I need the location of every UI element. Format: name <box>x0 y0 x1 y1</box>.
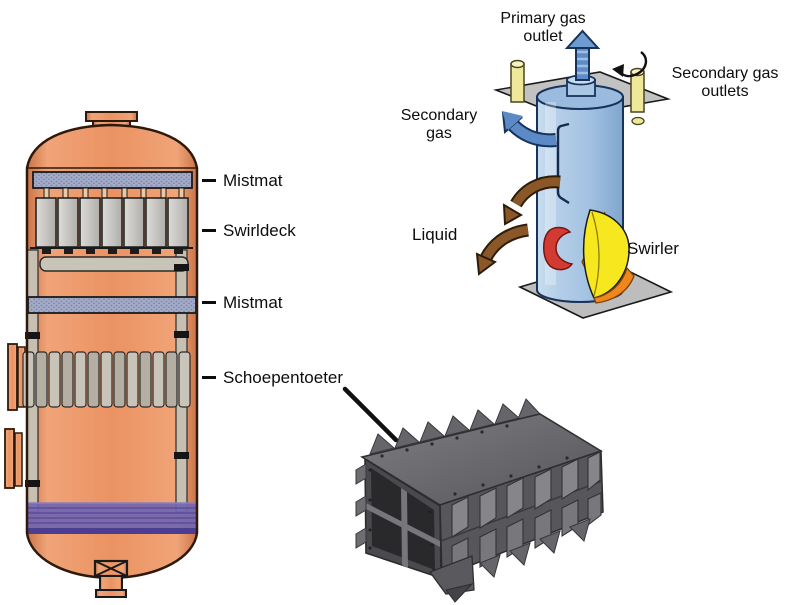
label-mistmat-mid: Mistmat <box>202 293 283 312</box>
secondary-gas-arrow <box>501 111 557 148</box>
secondary-outlet-tubes <box>510 59 645 113</box>
label-swirldeck-text: Swirldeck <box>223 221 296 240</box>
bottom-outlet-nozzle <box>93 559 129 598</box>
label-schoepentoeter: Schoepentoeter <box>202 368 343 387</box>
liquid-level <box>28 502 196 534</box>
schoepentoeter-illustration <box>342 386 604 603</box>
swirldeck-tubes <box>35 197 189 248</box>
slit-opening <box>556 122 570 205</box>
swirltube-illustration <box>475 29 674 319</box>
label-liquid: Liquid <box>412 225 458 244</box>
leader-dash <box>202 178 216 183</box>
label-secondary-gas-outlets: Secondary gas outlets <box>671 65 779 100</box>
leader-dash <box>202 228 216 233</box>
mistmat-band-top <box>32 171 193 189</box>
swirl-arrow-icon <box>612 51 648 78</box>
label-secondary-gas: Secondary gas <box>400 107 478 142</box>
leader-dash <box>202 375 216 380</box>
schoepentoeter-leader-line <box>342 386 399 443</box>
liquid-arrows <box>475 175 561 276</box>
primary-gas-arrow <box>564 29 601 81</box>
label-schoepentoeter-text: Schoepentoeter <box>223 368 344 387</box>
label-primary-gas-outlet: Primary gas outlet <box>500 10 586 45</box>
schoepentoeter-band <box>22 351 191 408</box>
mistmat-band-middle <box>27 296 197 314</box>
swirler-vanes <box>543 209 635 304</box>
label-mistmat-top-text: Mistmat <box>223 171 283 190</box>
leader-dash <box>202 300 216 305</box>
label-mistmat-mid-text: Mistmat <box>223 293 283 312</box>
label-swirldeck: Swirldeck <box>202 221 296 240</box>
separator-vessel-illustration <box>4 111 199 598</box>
label-swirler: Swirler <box>627 239 679 258</box>
label-mistmat-top: Mistmat <box>202 171 283 190</box>
